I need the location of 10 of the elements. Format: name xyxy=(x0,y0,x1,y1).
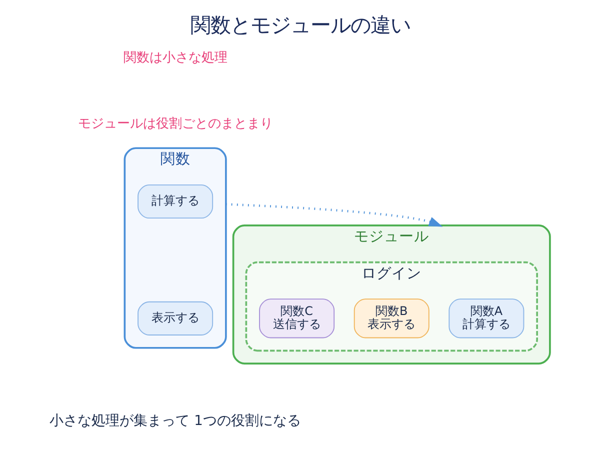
diagram-title: 関数とモジュールの違い xyxy=(190,12,410,37)
label: モジュールは役割ごとのまとまり xyxy=(77,116,272,132)
node-box: 表示する xyxy=(137,301,213,336)
label: 関数は小さな処理 xyxy=(122,50,227,66)
node-box: 関数B 表示する xyxy=(353,298,429,338)
label: 小さな処理が集まって 1つの役割になる xyxy=(49,412,300,429)
node-box: 関数C 送信する xyxy=(258,298,334,338)
node-box: 計算する xyxy=(137,184,213,219)
arrow xyxy=(225,203,442,227)
node-box: 関数A 計算する xyxy=(448,298,524,338)
